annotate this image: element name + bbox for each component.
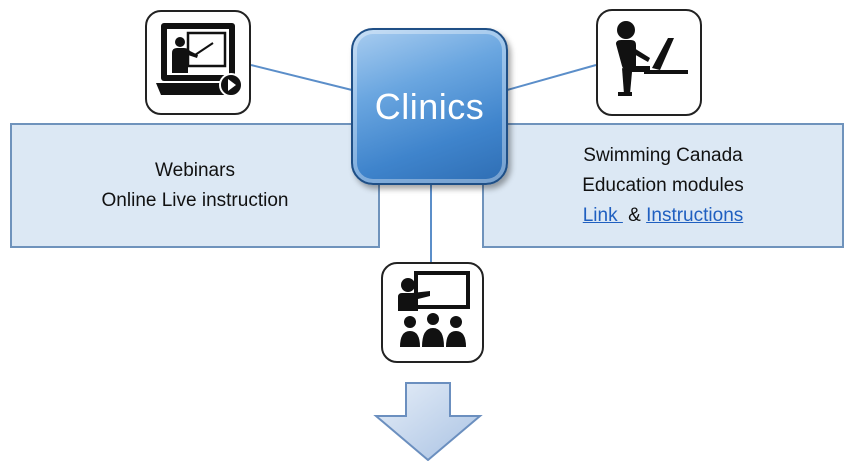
- down-arrow-icon: [372, 382, 484, 462]
- link-link[interactable]: Link: [582, 204, 623, 226]
- classroom-icon-box: [381, 262, 484, 363]
- online-live-instruction-label: Online Live instruction: [101, 189, 289, 211]
- education-modules-label: Education modules: [582, 174, 744, 196]
- classroom-teacher-icon: [390, 267, 476, 358]
- webinars-panel: Webinars Online Live instruction: [10, 123, 380, 248]
- clinics-box: Clinics: [351, 28, 508, 185]
- connector-top-right: [499, 64, 597, 93]
- instructions-link[interactable]: Instructions: [646, 204, 744, 226]
- clinics-label: Clinics: [374, 85, 485, 127]
- connector-top-left: [250, 64, 361, 93]
- links-line: Link & Instructions: [583, 201, 744, 231]
- education-modules-panel: Swimming Canada Education modules Link &…: [482, 123, 844, 248]
- webinar-presentation-icon: [153, 15, 243, 110]
- swimming-canada-label: Swimming Canada: [583, 144, 743, 166]
- webinar-icon-box: [145, 10, 251, 115]
- ampersand-separator: &: [622, 204, 647, 226]
- webinars-label: Webinars: [155, 159, 235, 181]
- laptop-icon-box: [596, 9, 702, 116]
- person-at-laptop-icon: [604, 14, 694, 111]
